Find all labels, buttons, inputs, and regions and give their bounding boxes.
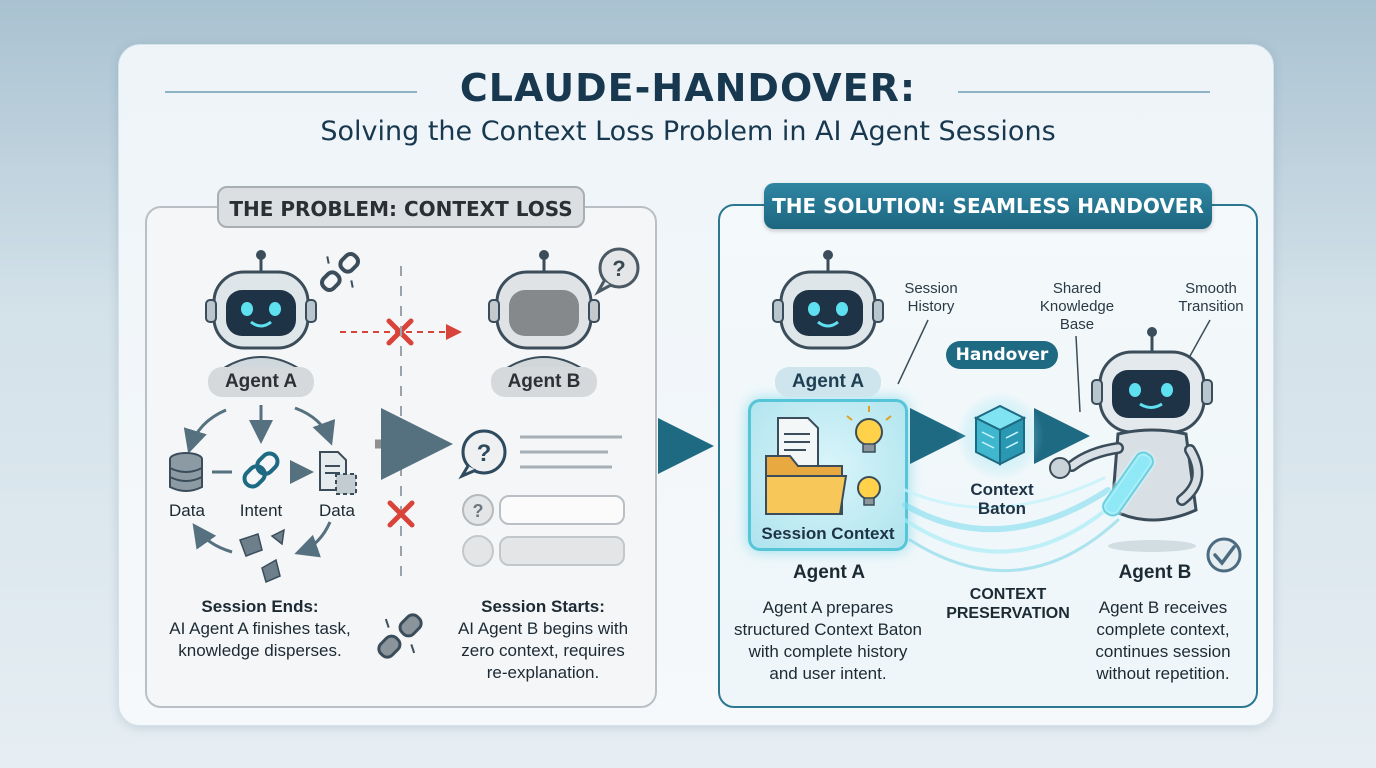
agent-a-desc-1: Agent A prepares: [762, 598, 894, 617]
agent-b-desc-1: Agent B receives: [1098, 598, 1228, 617]
lightbulb-icon-2: [857, 476, 881, 506]
session-starts-line3: re-explanation.: [486, 663, 600, 682]
agent-b-desc-3: continues session: [1095, 642, 1231, 661]
agent-a-desc-2: structured Context Baton: [733, 620, 923, 639]
cycle-data-right: Data: [319, 501, 355, 520]
session-history-pointer: [897, 319, 929, 385]
document-icon: [319, 451, 357, 495]
smooth-transition-pointer: [1189, 319, 1211, 357]
context-preservation-label-1: CONTEXT: [969, 586, 1047, 603]
title-rule-right: [958, 91, 1210, 93]
robot-icon-agent-a: [205, 250, 317, 369]
agent-a-desc-3: with complete history: [748, 642, 908, 661]
question-bubble-large-icon: ?: [458, 429, 507, 480]
agent-b-desc-2: complete context,: [1096, 620, 1230, 639]
intent-link-icon: [242, 451, 280, 489]
session-ends-line1: AI Agent A finishes task,: [169, 619, 351, 638]
shared-kb-label-2: Knowledge: [1039, 298, 1115, 315]
solution-agent-b-label: Agent B: [1118, 562, 1192, 583]
agent-a-label: Agent A: [208, 367, 314, 397]
svg-text:?: ?: [477, 440, 492, 467]
session-ends-line2: knowledge disperses.: [178, 641, 342, 660]
broken-link-icon: [319, 251, 361, 293]
broken-pieces-icon: [239, 528, 285, 584]
handover-badge: Handover: [946, 341, 1058, 369]
question-circle-icon: [462, 494, 494, 526]
page-subtitle: Solving the Context Loss Problem in AI A…: [320, 116, 1056, 147]
agent-a-desc-4: and user intent.: [769, 664, 887, 683]
empty-text-lines: [520, 435, 622, 469]
context-baton-label-2: Baton: [977, 499, 1027, 518]
glowing-baton-icon: [1100, 449, 1156, 519]
agent-b-desc-4: without repetition.: [1096, 664, 1230, 683]
problem-tab: THE PROBLEM: CONTEXT LOSS: [217, 186, 585, 228]
shared-kb-label-3: Base: [1059, 316, 1095, 333]
session-ends-title: Session Ends:: [201, 597, 319, 616]
session-starts-title: Session Starts:: [481, 597, 605, 616]
page-title: CLAUDE-HANDOVER:: [459, 66, 917, 110]
context-baton-label-1: Context: [970, 480, 1034, 499]
session-starts-line1: AI Agent B begins with: [457, 619, 629, 638]
red-x-lower-icon: [387, 500, 415, 528]
lightbulb-icon: [846, 406, 892, 453]
agent-b-label: Agent B: [491, 367, 597, 397]
cycle-intent: Intent: [239, 501, 283, 520]
svg-text:?: ?: [473, 501, 484, 521]
knowledge-base-pointer: [1075, 335, 1081, 413]
empty-circle-icon: [462, 535, 494, 567]
robot-icon-solution-agent-a: [772, 250, 884, 350]
svg-text:?: ?: [612, 256, 625, 281]
context-stream: [902, 476, 1120, 573]
folder-icon: [765, 455, 848, 515]
empty-input-field: [499, 495, 625, 525]
checkmark-icon: [1206, 537, 1242, 573]
solution-tab: THE SOLUTION: SEAMLESS HANDOVER: [764, 183, 1212, 229]
database-icon: [169, 452, 203, 492]
robot-icon-agent-b: [488, 250, 600, 369]
question-bubble-icon: ?: [594, 247, 640, 296]
session-context-label: Session Context: [761, 524, 895, 543]
empty-input-field-2: [499, 536, 625, 566]
broken-link-bottom-icon: [377, 613, 423, 659]
context-baton-icon: [956, 392, 1044, 480]
solution-agent-a-label: Agent A: [792, 562, 866, 583]
smooth-transition-label-2: Transition: [1178, 298, 1244, 315]
shared-kb-label-1: Shared: [1052, 280, 1102, 297]
session-history-label-1: Session: [904, 280, 958, 297]
knowledge-cycle-arrows: [183, 405, 336, 558]
smooth-transition-label-1: Smooth: [1185, 280, 1237, 297]
context-preservation-label-2: PRESERVATION: [946, 605, 1070, 622]
robot-icon-solution-agent-b: [1049, 327, 1213, 552]
title-rule-left: [165, 91, 417, 93]
cycle-data-left: Data: [169, 501, 205, 520]
solution-agent-a-pill: Agent A: [775, 367, 881, 397]
session-starts-line2: zero context, requires: [461, 641, 625, 660]
session-history-label-2: History: [907, 298, 955, 315]
